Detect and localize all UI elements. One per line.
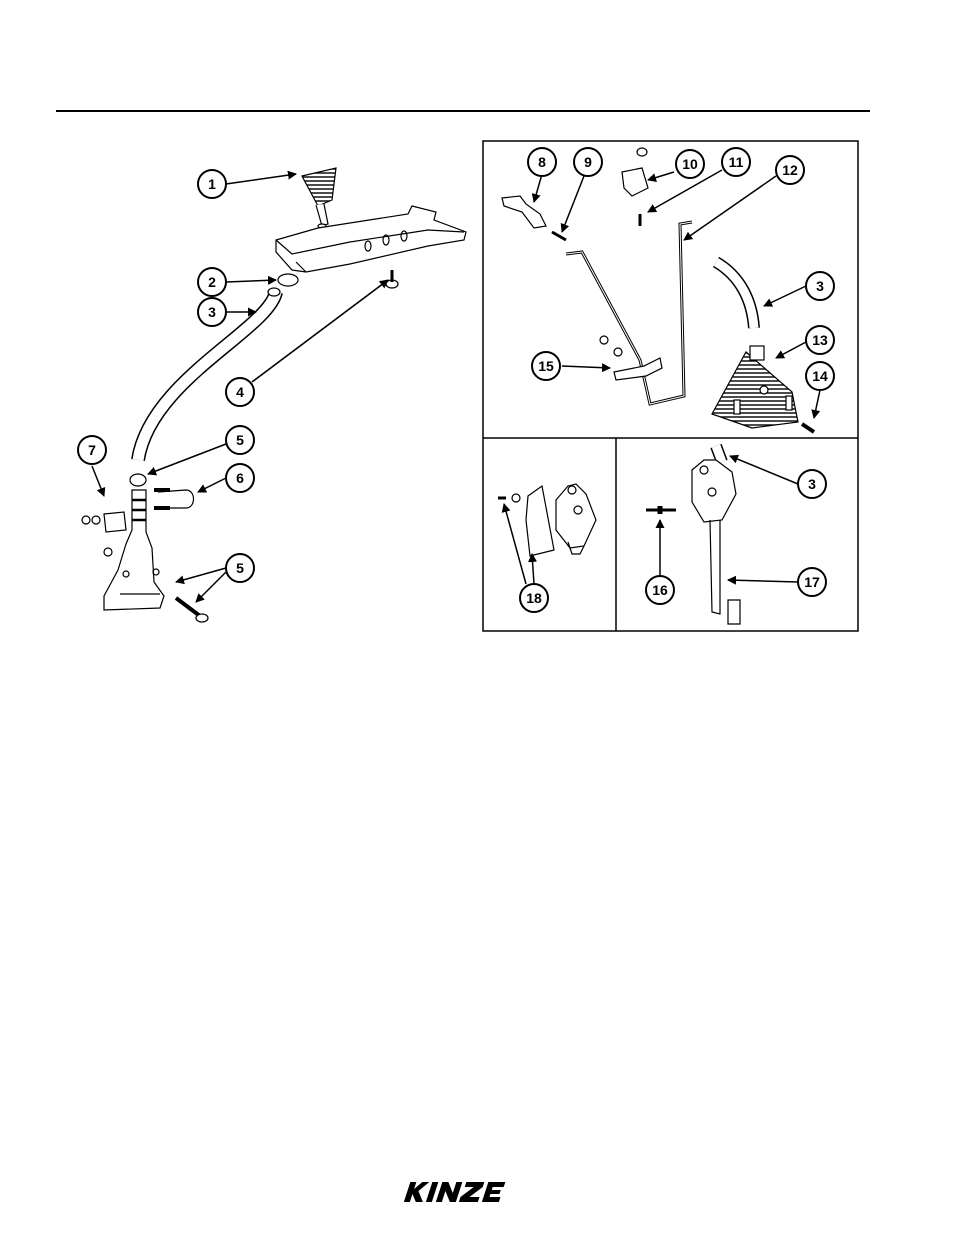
callout-14: 14 [806,362,834,390]
callout-5-top: 5 [226,426,254,454]
callout-7: 7 [78,436,106,464]
callout-3-right-bottom: 3 [798,470,826,498]
long-bolt-part [176,598,208,622]
callout-15-label: 15 [538,358,554,374]
pin-part [552,232,566,240]
right-top-assembly [502,148,814,432]
callout-1-label: 1 [208,176,216,192]
callout-5-bottom-label: 5 [236,560,244,576]
mounting-plate-part [276,206,466,272]
callout-3-left-label: 3 [208,304,216,320]
callout-12: 12 [776,156,804,184]
seed-tube-guard-part [712,346,798,428]
callout-16-label: 16 [652,582,668,598]
callout-18-label: 18 [526,590,542,606]
kinze-logo [403,1180,523,1204]
callout-13-label: 13 [812,332,828,348]
callout-14-label: 14 [812,368,828,384]
callout-9: 9 [574,148,602,176]
callout-4-label: 4 [236,384,244,400]
bottom-left-assembly [498,484,596,556]
bolt-part [386,270,398,288]
mount-bracket-part [622,148,648,196]
callout-5-top-label: 5 [236,432,244,448]
callout-9-label: 9 [584,154,592,170]
callout-17: 17 [798,568,826,596]
hose-clamp-part [278,274,298,286]
clamp-plate-part [82,512,126,556]
callout-8-label: 8 [538,154,546,170]
callout-3-right-top: 3 [806,272,834,300]
callout-16: 16 [646,576,674,604]
callout-3-right-top-label: 3 [816,278,824,294]
callout-15: 15 [532,352,560,380]
callout-2: 2 [198,268,226,296]
tube-holder-strap-part [692,460,740,624]
callout-18: 18 [520,584,548,612]
callout-3-left: 3 [198,298,226,326]
callout-17-label: 17 [804,574,820,590]
left-assembly [82,168,466,622]
callout-6: 6 [226,464,254,492]
callout-10-label: 10 [682,156,698,172]
callout-5-bottom: 5 [226,554,254,582]
bracket-part [502,196,546,228]
grommet-part [130,474,146,486]
callout-7-label: 7 [88,442,96,458]
callout-3-right-bottom-label: 3 [808,476,816,492]
callout-10: 10 [676,150,704,178]
callout-11: 11 [722,148,750,176]
callout-6-label: 6 [236,470,244,486]
tube-holder-part [556,484,596,554]
callout-13: 13 [806,326,834,354]
bottom-right-callouts: 3 16 17 [646,456,826,604]
u-bolt-part [154,490,194,508]
callout-8: 8 [528,148,556,176]
callout-1: 1 [198,170,226,198]
seed-tube-cap-part [302,168,336,228]
shield-part [526,486,554,556]
callout-11-label: 11 [729,154,744,170]
callout-4: 4 [226,378,254,406]
guard-bolt-part [802,424,814,432]
callout-2-label: 2 [208,274,216,290]
callout-12-label: 12 [782,162,798,178]
carriage-bolt-part [646,506,676,514]
